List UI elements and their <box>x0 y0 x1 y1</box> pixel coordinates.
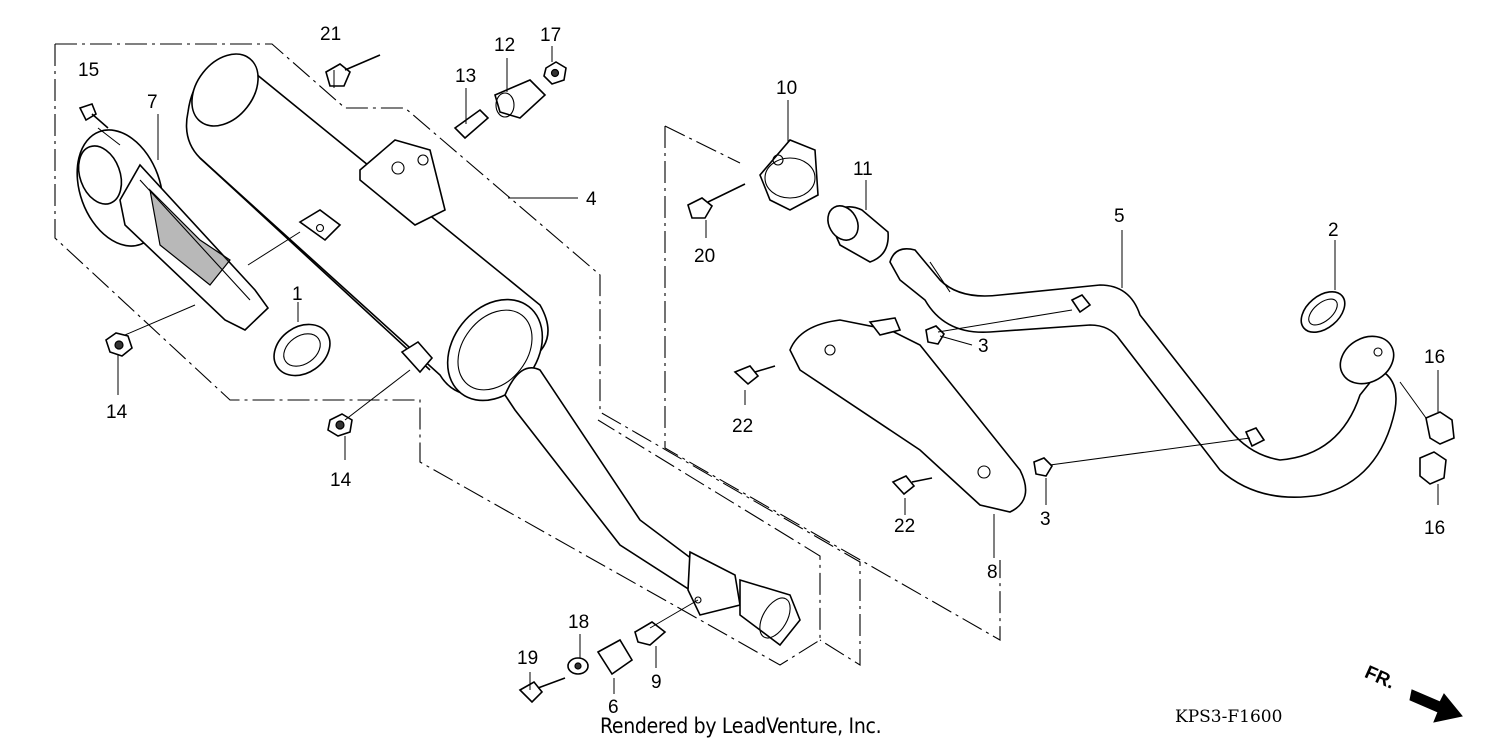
exhaust-pipe <box>889 248 1397 498</box>
callout-numbers: 1 2 3 3 4 5 6 7 8 9 10 11 12 13 14 14 15… <box>78 24 1445 718</box>
callout-9: 9 <box>651 672 662 693</box>
callout-12: 12 <box>494 35 515 56</box>
callout-5: 5 <box>1114 206 1125 227</box>
callout-21: 21 <box>320 24 341 45</box>
spark-arrester <box>76 129 270 331</box>
render-caption: Rendered by LeadVenture, Inc. <box>600 714 882 738</box>
muffler <box>185 53 549 402</box>
callout-19: 19 <box>517 648 538 669</box>
gasket-1 <box>273 323 331 377</box>
diagram-code: KPS3-F1600 <box>1175 707 1283 727</box>
exhaust-clamp <box>687 139 819 219</box>
callout-3a: 3 <box>978 336 989 357</box>
callout-6: 6 <box>608 697 619 718</box>
front-direction-arrow-icon <box>1409 689 1463 723</box>
left-hardware <box>78 54 567 437</box>
callout-16b: 16 <box>1424 518 1445 539</box>
callout-7: 7 <box>147 92 158 113</box>
callout-16a: 16 <box>1424 347 1445 368</box>
callout-1: 1 <box>292 284 303 305</box>
callout-4: 4 <box>586 189 597 210</box>
callout-8: 8 <box>987 562 998 583</box>
callout-22a: 22 <box>732 416 753 437</box>
muffler-outlet-pipe <box>504 367 801 647</box>
assembly-frame-lines <box>54 43 1001 666</box>
callout-15: 15 <box>78 60 99 81</box>
callout-22b: 22 <box>894 516 915 537</box>
callout-20: 20 <box>694 246 715 267</box>
callout-10: 10 <box>776 78 797 99</box>
callout-14a: 14 <box>106 402 128 423</box>
callout-14b: 14 <box>330 470 352 491</box>
callout-13: 13 <box>455 66 476 87</box>
right-hardware <box>733 290 1455 496</box>
callout-3b: 3 <box>1040 509 1051 530</box>
lower-hardware <box>518 621 667 704</box>
callout-18: 18 <box>568 612 589 633</box>
heat-guard <box>789 317 1027 513</box>
callout-2: 2 <box>1328 220 1339 241</box>
leader-lines <box>97 46 1439 694</box>
joint-collar <box>827 205 889 263</box>
callout-11: 11 <box>853 159 873 180</box>
callout-17: 17 <box>540 25 561 46</box>
